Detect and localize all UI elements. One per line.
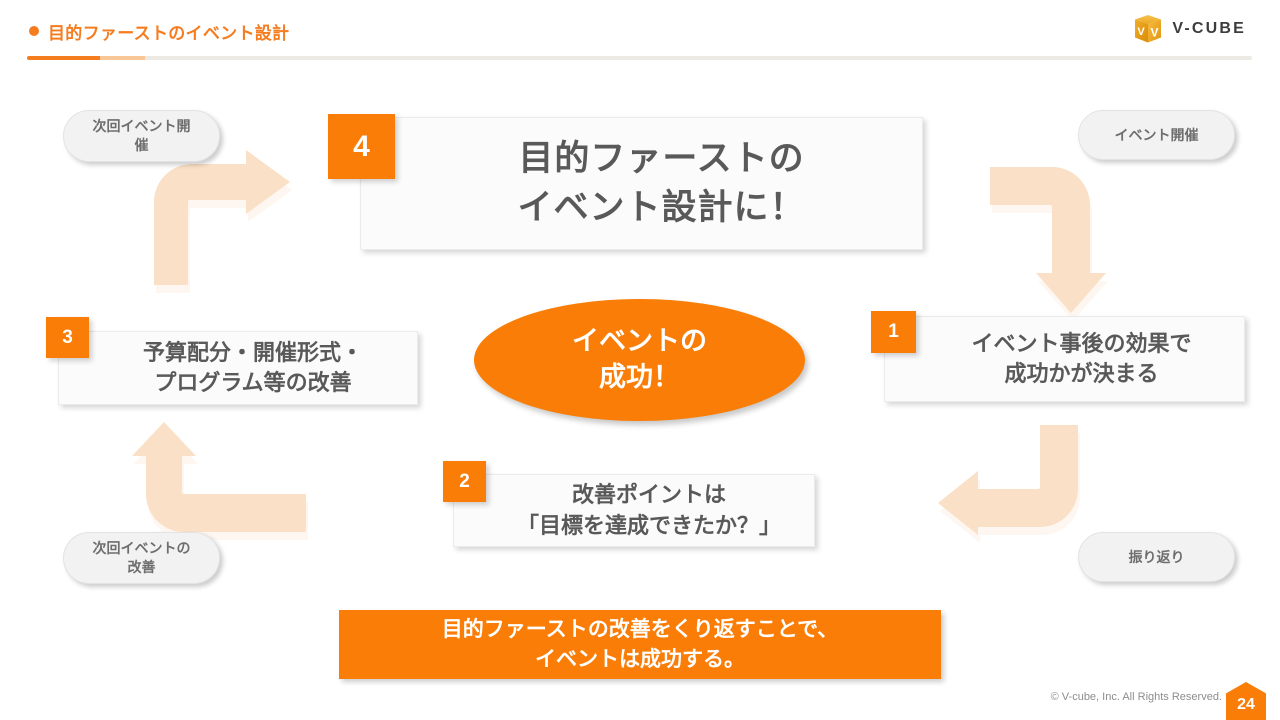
svg-text:V: V (1151, 26, 1159, 40)
step-badge-1: 1 (871, 311, 916, 353)
step-1-line-2: 成功かが決まる (1004, 361, 1159, 386)
pill-br-line-1: 振り返り (1128, 548, 1185, 565)
center-goal-ellipse: イベントの 成功！ (474, 299, 805, 421)
headline-card: 目的ファーストの イベント設計に！ (360, 117, 923, 250)
page-number-badge: 24 (1226, 682, 1266, 720)
center-line-2: 成功！ (599, 362, 680, 392)
pill-next-event-improve: 次回イベントの 改善 (63, 532, 220, 584)
step-2-line-1: 改善ポイントは (571, 482, 726, 508)
page-title: 目的ファーストのイベント設計 (48, 24, 290, 43)
pill-tr-line-1: イベント開催 (1114, 126, 1199, 143)
pill-event-hold: イベント開催 (1078, 110, 1235, 160)
step-3-line-2: プログラム等の改善 (154, 370, 352, 395)
step-card-2: 改善ポイントは 「目標を達成できたか？」 (453, 474, 815, 547)
header-divider (27, 56, 1252, 60)
bent-arrow-down-left-icon (938, 425, 1080, 543)
step-3-line-1: 予算配分・開催形式・ (142, 339, 363, 365)
center-line-1: イベントの (572, 326, 707, 357)
bent-arrow-right-up-icon (132, 422, 308, 540)
step-card-1: イベント事後の効果で 成功かが決まる (884, 316, 1245, 402)
step-badge-4: 4 (328, 114, 395, 179)
pill-bl-line-1: 次回イベントの (92, 540, 191, 557)
pill-tl-line-2: 催 (134, 137, 149, 153)
pill-next-event-hold: 次回イベント開 催 (63, 110, 220, 162)
pill-tl-line-1: 次回イベント開 (92, 118, 191, 135)
headline-line-1: 目的ファーストの (518, 139, 805, 179)
vcube-logo: V V V-CUBE (1133, 14, 1246, 44)
step-badge-3: 3 (46, 317, 89, 358)
header-bullet-icon (29, 26, 39, 36)
pill-bl-line-2: 改善 (127, 559, 156, 575)
vcube-cube-logo-icon: V V (1135, 15, 1162, 43)
step-badge-2: 2 (443, 461, 486, 502)
bent-arrow-up-right-icon (154, 150, 292, 293)
bent-arrow-left-down-icon (990, 167, 1108, 321)
pill-retrospective: 振り返り (1078, 532, 1235, 582)
copyright-text: © V-cube, Inc. All Rights Reserved. (1050, 691, 1222, 703)
banner-line-1: 目的ファーストの改善をくり返すことで、 (441, 618, 839, 642)
step-2-line-2: 「目標を達成できたか？」 (516, 512, 781, 538)
headline-line-2: イベント設計に！ (517, 187, 806, 227)
conclusion-banner: 目的ファーストの改善をくり返すことで、 イベントは成功する。 (339, 610, 941, 679)
step-1-line-1: イベント事後の効果で (971, 330, 1192, 356)
svg-text:V: V (1138, 26, 1146, 38)
step-card-3: 予算配分・開催形式・ プログラム等の改善 (58, 331, 418, 405)
banner-line-2: イベントは成功する。 (534, 647, 745, 671)
logo-text: V-CUBE (1172, 20, 1246, 37)
